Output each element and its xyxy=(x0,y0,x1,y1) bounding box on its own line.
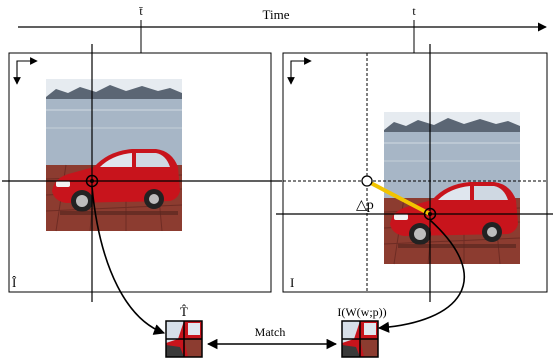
right-track-point xyxy=(423,207,437,221)
arrow-to-warped-patch xyxy=(377,219,466,333)
origin-axes-icon xyxy=(16,57,38,81)
match-label: Match xyxy=(255,325,286,339)
left-track-point xyxy=(85,174,99,188)
left-frame: Î xyxy=(2,44,282,302)
left-car-image xyxy=(45,78,183,232)
prev-track-point xyxy=(361,175,373,187)
warped-patch-label: I(W(w;p)) xyxy=(337,305,386,319)
arrow-to-template-patch xyxy=(91,186,166,335)
left-frame-label: Î xyxy=(12,275,17,290)
right-frame: △p I xyxy=(276,44,553,302)
right-frame-label: I xyxy=(290,275,294,290)
delta-p-label: △p xyxy=(356,198,374,213)
origin-axes-icon xyxy=(290,57,312,81)
tick-label-t: t xyxy=(412,4,416,18)
displacement-vector xyxy=(366,179,431,216)
template-patch xyxy=(165,320,203,358)
template-patch-label: T̂ xyxy=(180,304,188,319)
right-car-image xyxy=(383,111,521,265)
warped-patch xyxy=(341,320,379,358)
timeline-label: Time xyxy=(263,7,290,22)
tick-label-t-bar: t̄ xyxy=(139,4,143,18)
